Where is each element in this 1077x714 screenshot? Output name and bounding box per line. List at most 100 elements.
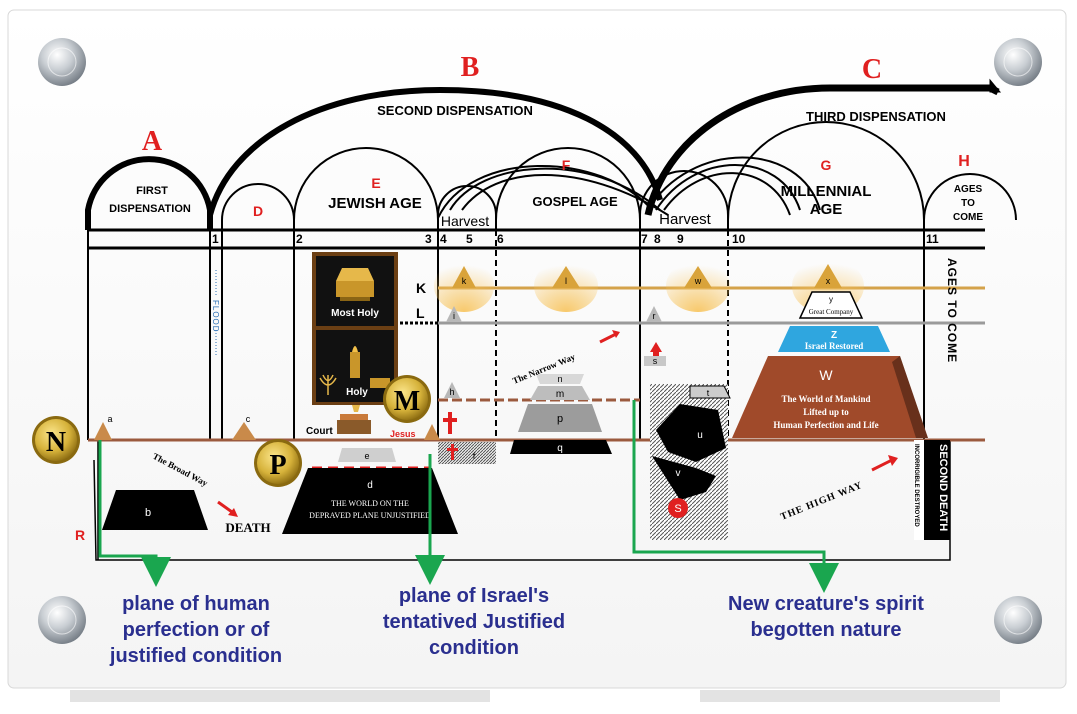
millennial-age-line2: AGE — [810, 201, 843, 218]
figure-z-label: Z — [831, 330, 837, 341]
dispensation-arcs — [85, 78, 1002, 230]
caption-human-perfection-line2: perfection or of — [123, 619, 270, 641]
harvest-destruction: t u v S — [650, 384, 731, 540]
figure-y-label: y — [829, 295, 833, 304]
figure-x — [814, 264, 842, 288]
harvest-label-gospel: Harvest — [659, 211, 712, 228]
first-dispensation-line1: FIRST — [136, 185, 168, 197]
figure-r-label: r — [653, 311, 656, 321]
figure-m-label: m — [556, 389, 564, 400]
figure-e — [338, 448, 396, 462]
figure-i — [446, 306, 462, 322]
figure-b — [102, 490, 208, 530]
figure-e-label: e — [364, 451, 369, 461]
badge-m-label: M — [394, 386, 420, 417]
great-company-label: Great Company — [809, 308, 854, 316]
world-depraved-line2: DEPRAVED PLANE UNJUSTIFIED — [309, 511, 431, 520]
figure-p-label: p — [557, 413, 563, 425]
figure-a-label: a — [107, 414, 112, 424]
letter-g: G — [821, 157, 832, 173]
plane-label-k: K — [416, 280, 426, 296]
israel-restored-label: Israel Restored — [805, 341, 864, 351]
second-dispensation-title: SECOND DISPENSATION — [377, 103, 533, 118]
badge-p: P — [254, 439, 302, 487]
arc-second-dispensation — [207, 86, 663, 216]
number-2: 2 — [296, 232, 303, 246]
figure-u-label: u — [697, 430, 703, 441]
caption-new-creature-line1: New creature's spirit — [728, 593, 924, 615]
number-4: 4 — [440, 232, 447, 246]
ages-to-come-vertical: AGES TO COME — [945, 258, 959, 363]
incorrigible-label: INCORRIGIBLE DESTROYED — [925, 444, 931, 527]
badge-p-label: P — [269, 450, 286, 481]
jesus-label: Jesus — [390, 429, 416, 439]
world-of-mankind-block — [732, 356, 928, 438]
figure-c-label: c — [246, 414, 251, 424]
panel-shadow-left — [70, 690, 490, 702]
figure-w — [684, 266, 712, 288]
brazen-altar-icon — [337, 414, 371, 434]
letter-f: F — [562, 157, 571, 173]
incense-altar-icon — [350, 346, 360, 378]
second-death-label: SECOND DEATH — [937, 444, 949, 531]
cross-icon — [447, 444, 458, 460]
harvest-label-jewish: Harvest — [441, 213, 489, 229]
table-icon — [370, 378, 390, 388]
figure-r — [646, 306, 662, 322]
figure-x-label: x — [826, 276, 831, 286]
figure-d-label: d — [367, 480, 373, 491]
figure-k-label: k — [462, 276, 467, 286]
cross-icon — [443, 412, 457, 434]
section-letters: A B C D E F G H R — [75, 52, 970, 543]
letter-d: D — [253, 203, 263, 219]
world-of-mankind-line3: Human Perfection and Life — [773, 420, 878, 430]
world-of-mankind-line1: The World of Mankind — [781, 394, 870, 404]
letter-a: A — [142, 126, 163, 157]
letter-h: H — [958, 153, 970, 170]
figure-h-label: h — [449, 387, 454, 397]
figure-w-label: w — [694, 276, 702, 286]
ages-to-come-line3: COME — [953, 212, 983, 223]
period-numbers: 1 2 3 4 5 6 7 8 9 10 11 — [212, 232, 939, 246]
figure-v-label: v — [676, 468, 681, 479]
age-arches — [221, 121, 1017, 230]
ages-to-come-line1: AGES — [954, 184, 983, 195]
narrow-way-arrow-icon — [599, 332, 617, 344]
number-7: 7 — [641, 232, 648, 246]
number-10: 10 — [732, 232, 746, 246]
ark-icon — [336, 268, 374, 301]
incorrigible-destroyed-label: INCORRIGIBLE DESTROYED — [913, 444, 919, 527]
figure-n-label: n — [557, 374, 562, 384]
arch-millennial-age — [727, 121, 925, 230]
court-label: Court — [306, 426, 333, 437]
badge-m: M — [383, 375, 431, 423]
gospel-pyramid: n m p q — [510, 374, 612, 454]
figure-h — [444, 382, 460, 398]
letter-s: S — [674, 503, 681, 515]
figure-t-label: t — [707, 388, 710, 398]
arch-ages-to-come — [923, 173, 1017, 230]
figure-s-label: s — [653, 356, 658, 366]
tabernacle: Most Holy Holy Court Jesus — [306, 252, 416, 439]
figure-l — [552, 266, 580, 288]
figure-b-label: b — [145, 507, 151, 519]
second-death-bar: SECOND DEATH INCORRIGIBLE DESTROYED INCO… — [913, 440, 950, 540]
number-5: 5 — [466, 232, 473, 246]
caption-human-perfection-line1: plane of human — [122, 593, 270, 615]
israel-restored-block — [778, 326, 890, 352]
high-way-arrow-icon — [871, 458, 893, 472]
arch-flood-age — [221, 183, 295, 230]
plane-label-l: L — [416, 305, 425, 321]
caption-israel-line1: plane of Israel's — [399, 585, 549, 607]
badge-n: N — [32, 416, 80, 464]
world-of-mankind-line2: Lifted up to — [803, 407, 849, 417]
figure-i-label: i — [453, 311, 455, 321]
number-6: 6 — [497, 232, 504, 246]
number-3: 3 — [425, 232, 432, 246]
number-9: 9 — [677, 232, 684, 246]
arc-third-dispensation — [644, 84, 1000, 216]
first-dispensation-line2: DISPENSATION — [109, 203, 191, 215]
caption-israel-line3: condition — [429, 637, 519, 659]
letter-c: C — [862, 54, 882, 85]
